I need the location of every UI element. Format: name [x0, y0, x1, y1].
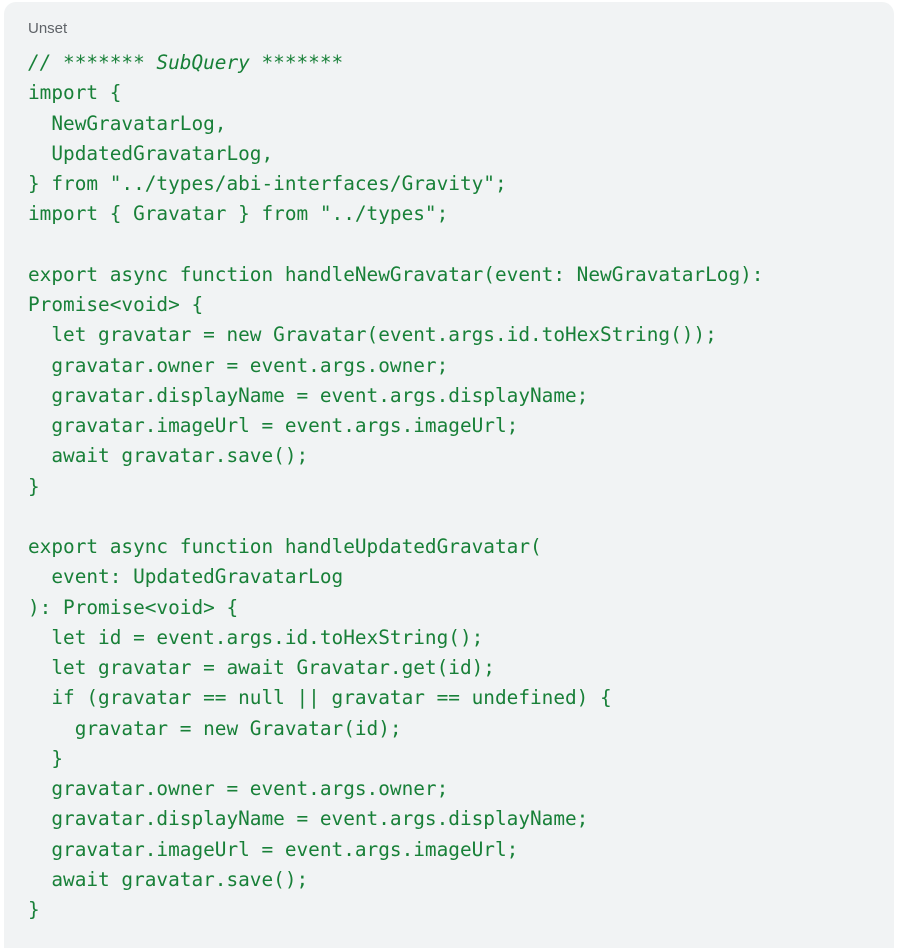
code-line: UpdatedGravatarLog, — [28, 141, 274, 165]
code-line: gravatar.owner = event.args.owner; — [28, 353, 449, 377]
code-line: event: UpdatedGravatarLog — [28, 565, 344, 589]
code-language-label: Unset — [28, 20, 68, 37]
code-line: export async function handleUpdatedGrava… — [28, 535, 542, 558]
code-line: let id = event.args.id.toHexString(); — [28, 625, 484, 649]
code-line — [28, 502, 763, 532]
code-line: gravatar.imageUrl = event.args.imageUrl; — [28, 414, 519, 437]
code-line: let gravatar = await Gravatar.get(id); — [28, 656, 495, 679]
code-line: gravatar.displayName = event.args.displa… — [28, 807, 589, 831]
code-line — [28, 230, 763, 260]
code-line: let gravatar = new Gravatar(event.args.i… — [28, 323, 717, 347]
code-line: // ******* SubQuery ******* — [28, 51, 344, 74]
code-line: Promise<void> { — [28, 293, 204, 316]
code-line: gravatar.displayName = event.args.displa… — [28, 383, 589, 407]
code-line: } — [28, 746, 64, 770]
code-line: import { — [28, 81, 122, 105]
code-line: } from "../types/abi-interfaces/Gravity"… — [28, 172, 507, 195]
code-line: export async function handleNewGravatar(… — [28, 262, 764, 286]
code-line: ): Promise<void> { — [28, 595, 239, 619]
code-line: gravatar.owner = event.args.owner; — [28, 777, 449, 800]
code-line: await gravatar.save(); — [28, 867, 309, 891]
code-content[interactable]: // ******* SubQuery ******* import { NewG… — [28, 48, 763, 925]
code-line: gravatar = new Gravatar(id); — [28, 716, 402, 740]
code-line: await gravatar.save(); — [28, 444, 309, 468]
code-line: } — [28, 474, 40, 498]
code-line: NewGravatarLog, — [28, 111, 227, 135]
code-block: Unset // ******* SubQuery ******* import … — [4, 2, 894, 948]
code-line: gravatar.imageUrl = event.args.imageUrl; — [28, 837, 519, 861]
code-line: } — [28, 898, 40, 921]
code-line: import { Gravatar } from "../types"; — [28, 202, 449, 226]
code-line: if (gravatar == null || gravatar == unde… — [28, 686, 612, 710]
